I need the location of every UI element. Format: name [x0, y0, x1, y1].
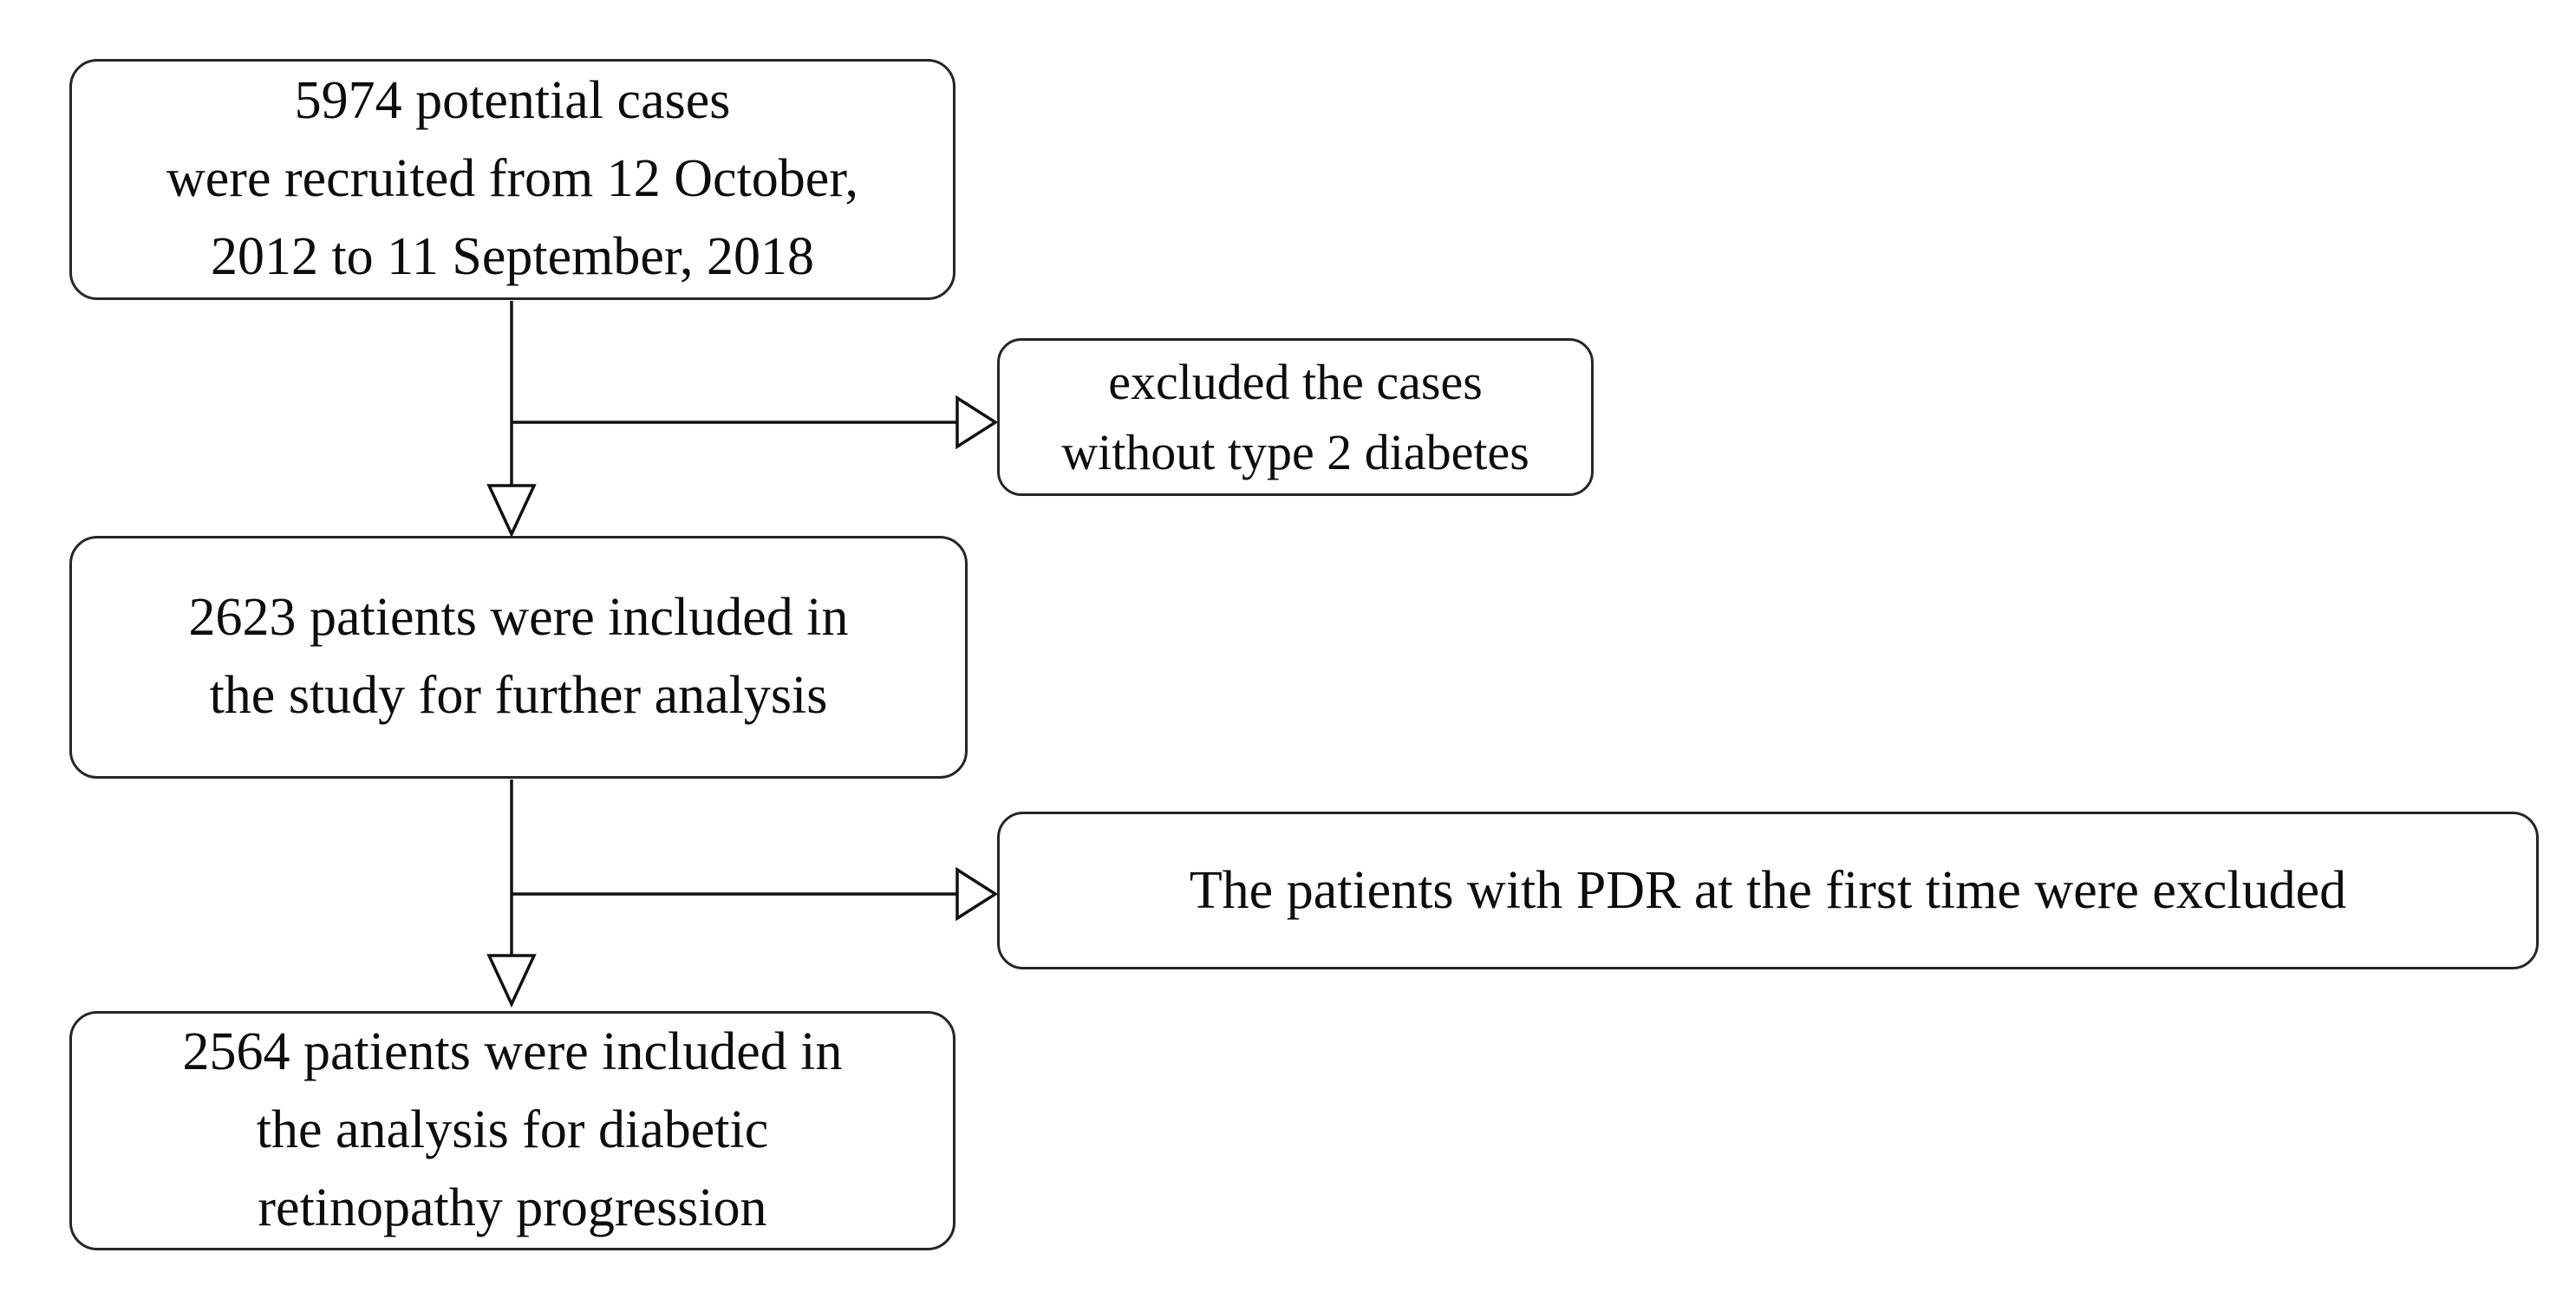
- arrowhead-right-icon: [955, 395, 999, 450]
- box-excluded-no-type2-diabetes-text: excluded the cases without type 2 diabet…: [1061, 353, 1529, 480]
- arrowhead-down-icon: [486, 484, 537, 538]
- box-included-progression-analysis-text: 2564 patients were included in the analy…: [182, 1022, 843, 1237]
- box-included-progression-analysis: 2564 patients were included in the analy…: [69, 1011, 955, 1250]
- box-included-in-study: 2623 patients were included in the study…: [69, 536, 968, 779]
- arrowhead-right-icon: [955, 866, 999, 922]
- box-excluded-pdr-first-time: The patients with PDR at the first time …: [997, 812, 2539, 969]
- box-excluded-pdr-first-time-text: The patients with PDR at the first time …: [1189, 860, 2347, 920]
- box-excluded-no-type2-diabetes: excluded the cases without type 2 diabet…: [997, 338, 1594, 496]
- box-recruited-cases-text: 5974 potential cases were recruited from…: [166, 71, 858, 286]
- box-included-in-study-text: 2623 patients were included in the study…: [188, 588, 849, 725]
- box-recruited-cases: 5974 potential cases were recruited from…: [69, 59, 955, 300]
- arrowhead-down-icon: [486, 954, 537, 1008]
